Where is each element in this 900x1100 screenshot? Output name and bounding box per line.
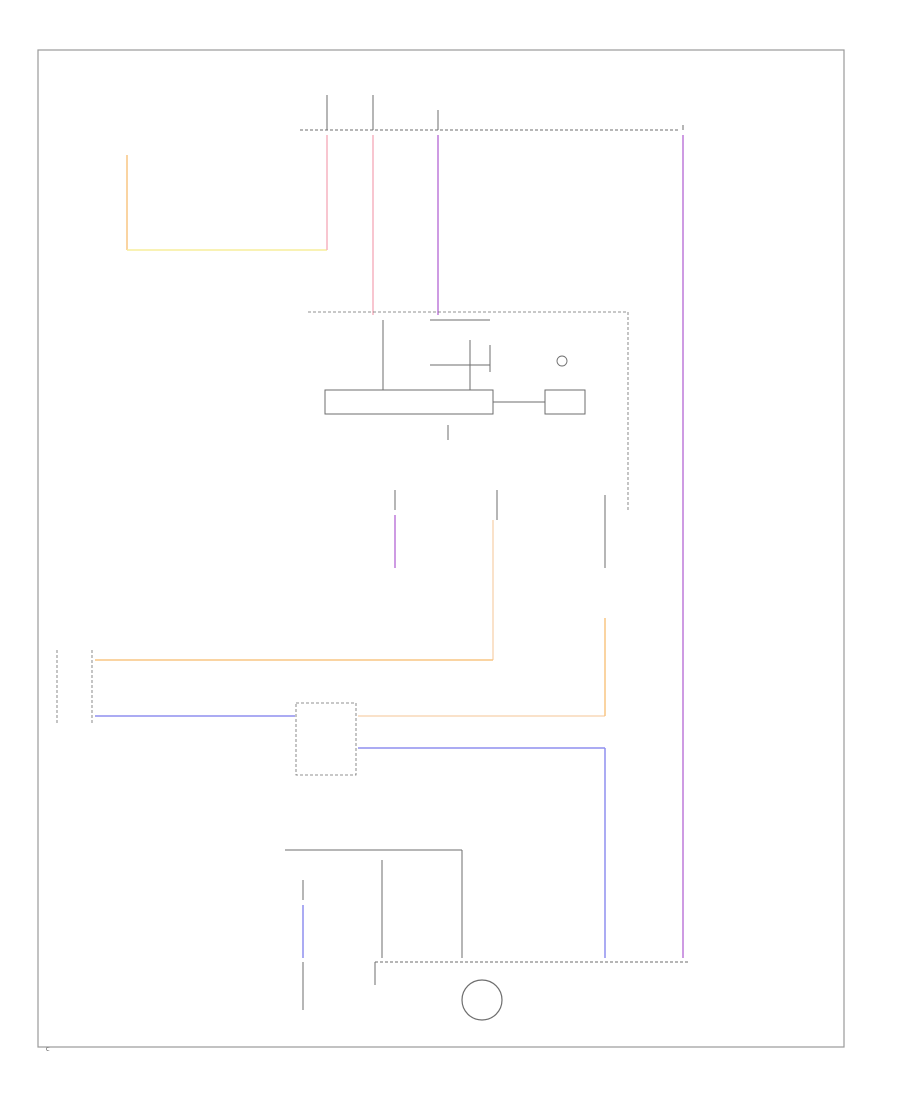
footer-code: C xyxy=(46,1047,50,1053)
meter-display xyxy=(544,389,586,415)
engine-control-module xyxy=(295,702,357,776)
fuel-sender-symbol xyxy=(461,979,503,1021)
meter-gauge-symbol xyxy=(556,355,568,367)
diagram-frame xyxy=(37,49,845,1048)
